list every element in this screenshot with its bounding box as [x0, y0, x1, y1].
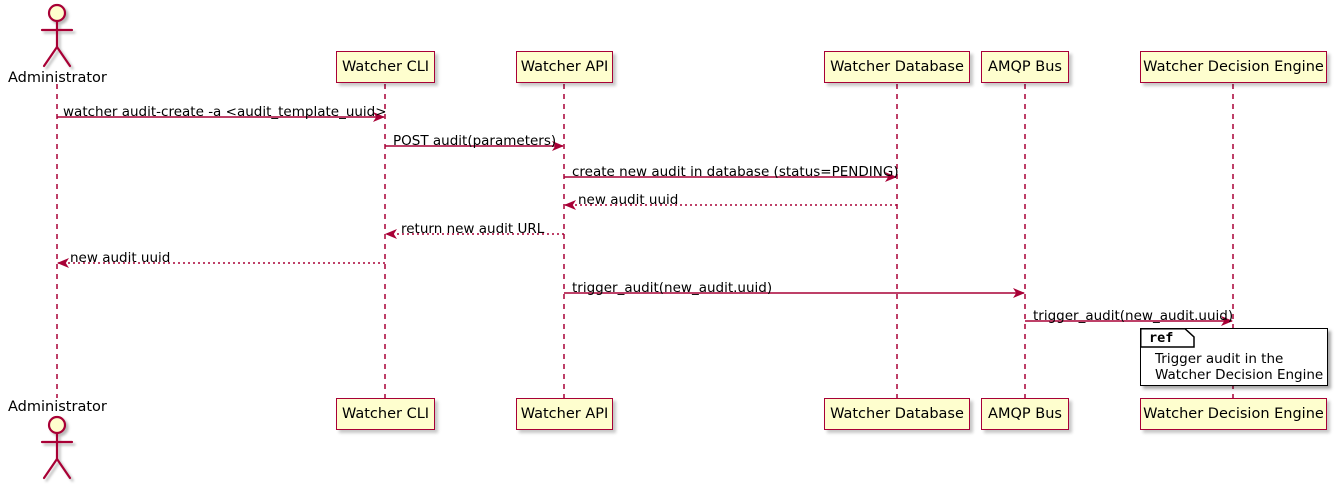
participant-box-amqp-top[interactable]: AMQP Bus [981, 51, 1069, 83]
participant-label-cli: Watcher CLI [341, 405, 430, 422]
participant-label-db: Watcher Database [830, 405, 964, 422]
message-label-7: trigger_audit(new_audit.uuid) [572, 280, 773, 296]
ref-tab-label-0: ref [1149, 330, 1174, 346]
participant-box-wde-bottom[interactable]: Watcher Decision Engine [1140, 398, 1327, 430]
actor-figure-group [40, 3, 74, 480]
message-label-5: return new audit URL [401, 221, 545, 237]
message-label-4: new audit uuid [578, 192, 679, 208]
participant-label-wde: Watcher Decision Engine [1143, 58, 1324, 75]
message-arrow-group [57, 112, 1233, 326]
participant-label-api: Watcher API [520, 58, 609, 75]
participant-box-api-top[interactable]: Watcher API [516, 51, 613, 83]
message-label-8: trigger_audit(new_audit.uuid) [1033, 308, 1234, 324]
message-label-1: watcher audit-create -a <audit_template_… [63, 104, 387, 120]
actor-figure-admin-top [40, 3, 74, 68]
actor-figure-admin-bottom [40, 415, 74, 480]
participant-box-amqp-bottom[interactable]: AMQP Bus [981, 398, 1069, 430]
message-label-2: POST audit(parameters) [393, 133, 557, 149]
participant-label-amqp: AMQP Bus [988, 58, 1062, 75]
participant-box-cli-bottom[interactable]: Watcher CLI [336, 398, 435, 430]
message-label-3: create new audit in database (status=PEN… [572, 164, 899, 180]
participant-box-db-top[interactable]: Watcher Database [824, 51, 970, 83]
ref-tab-shape-0 [1140, 328, 1195, 348]
participant-label-cli: Watcher CLI [341, 58, 430, 75]
lifeline-group [56, 84, 1234, 398]
participant-label-amqp: AMQP Bus [988, 405, 1062, 422]
message-label-6: new audit uuid [70, 250, 171, 266]
participant-box-db-bottom[interactable]: Watcher Database [824, 398, 970, 430]
participant-label-api: Watcher API [520, 405, 609, 422]
participant-label-db: Watcher Database [830, 58, 964, 75]
participant-box-cli-top[interactable]: Watcher CLI [336, 51, 435, 83]
ref-body-text-0: Trigger audit in the Watcher Decision En… [1155, 351, 1324, 383]
participant-box-api-bottom[interactable]: Watcher API [516, 398, 613, 430]
participant-label-wde: Watcher Decision Engine [1143, 405, 1324, 422]
actor-label-admin-top: Administrator [8, 70, 107, 86]
participant-box-wde-top[interactable]: Watcher Decision Engine [1140, 51, 1327, 83]
actor-label-admin-bottom: Administrator [8, 399, 107, 415]
